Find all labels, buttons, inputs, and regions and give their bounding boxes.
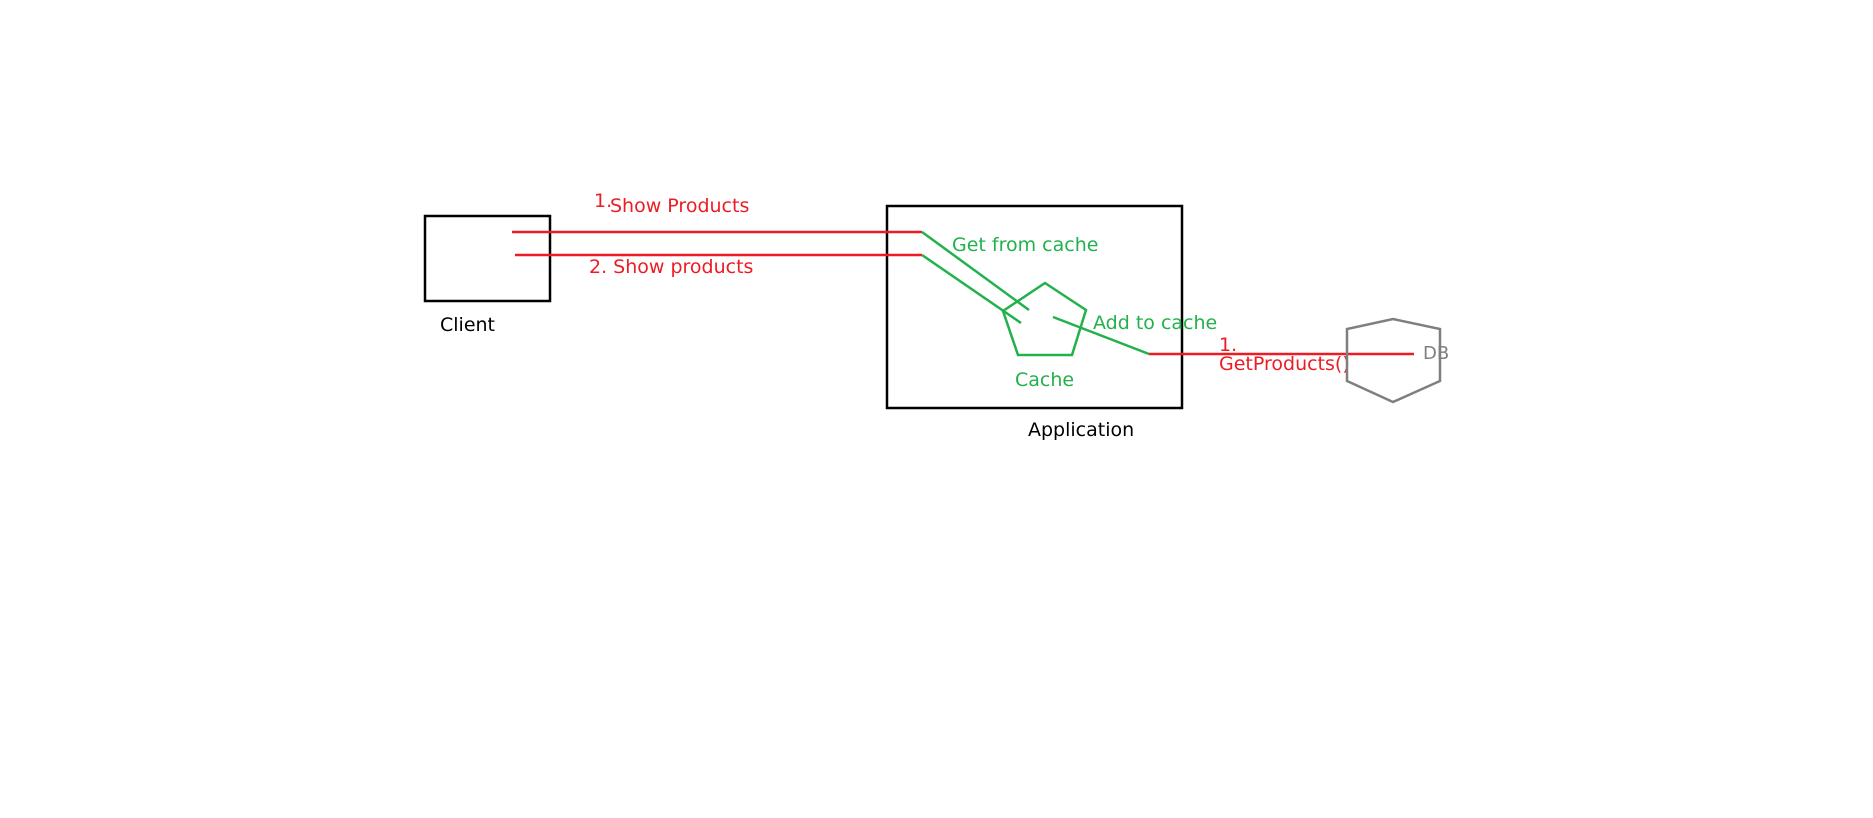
cache-pentagon [1001, 281, 1088, 357]
get-from-cache-line-1 [921, 230, 1030, 312]
client-label: Client [440, 314, 495, 336]
add-to-cache-label: Add to cache [1093, 312, 1217, 334]
client-box [423, 214, 552, 303]
show-products-request-number: 1. [594, 190, 612, 212]
show-products-request-label: Show Products [610, 195, 749, 217]
application-label: Application [1028, 419, 1134, 441]
get-products-number: 1. [1219, 334, 1237, 356]
cache-label: Cache [1015, 369, 1074, 391]
show-products-response-label: 2. Show products [589, 256, 753, 278]
application-box [885, 204, 1184, 410]
get-from-cache-line-2 [921, 253, 1022, 325]
add-to-cache-line [1052, 315, 1150, 356]
db-hexagon [1345, 317, 1442, 404]
get-products-label: GetProducts() [1219, 353, 1350, 375]
db-label: DB [1423, 343, 1449, 364]
get-from-cache-label: Get from cache [952, 234, 1098, 256]
